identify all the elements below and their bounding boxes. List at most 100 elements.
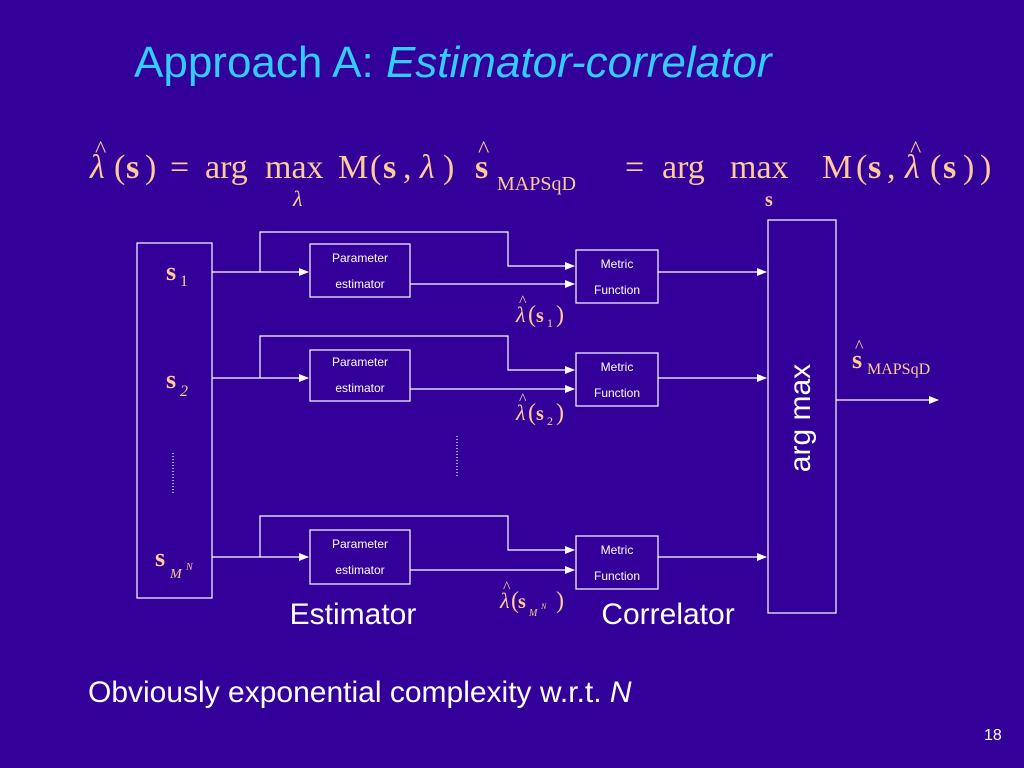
lambda-sM: λ ^ ( s M N )	[499, 579, 564, 619]
box-labels: Parameter estimator Metric Function Para…	[290, 251, 817, 631]
output-s: s	[852, 345, 862, 374]
correlator-label: Correlator	[601, 598, 734, 631]
param-2-line1: Parameter	[332, 355, 388, 369]
svg-text:s: s	[536, 403, 544, 425]
metric-box-3	[575, 535, 659, 590]
input-3-s: s	[155, 543, 165, 572]
svg-text:λ: λ	[515, 400, 526, 425]
eq1-paren2-open: (	[370, 149, 381, 186]
eq1-equals: =	[170, 149, 189, 186]
svg-text:s: s	[518, 591, 526, 613]
param-box-2	[309, 349, 411, 402]
input-symbols: s 1 s 2 s M N	[155, 257, 194, 582]
metric-1-line1: Metric	[601, 257, 634, 271]
complexity-note: Obviously exponential complexity w.r.t. …	[88, 676, 632, 710]
eq2-lambda-hat: ^	[910, 137, 921, 163]
input-1-sub: 1	[180, 273, 188, 290]
output-symbol: s ^ MAPSqD	[852, 336, 930, 378]
slide-title: Approach A: Estimator-correlator	[134, 38, 771, 88]
param-2-line2: estimator	[335, 381, 384, 395]
eq2-paren2-open: (	[930, 149, 941, 186]
eq2-sub-s: s	[765, 189, 773, 211]
eq2-max: max	[730, 149, 789, 186]
eq1-paren-open: (	[114, 149, 125, 186]
svg-text:N: N	[540, 602, 547, 611]
argmax-box	[767, 219, 837, 614]
svg-text:2: 2	[547, 414, 553, 428]
param-1-line1: Parameter	[332, 251, 388, 265]
eq1-M: M	[338, 149, 368, 186]
eq2-paren2-close: )	[980, 149, 991, 186]
metric-box-2	[575, 352, 659, 407]
equation-lambda-argmax: λ ^ ( s ) = arg max λ M ( s , λ )	[89, 137, 454, 211]
eq1-hat: ^	[95, 137, 106, 163]
eq1-max: max	[265, 149, 324, 186]
page-number: 18	[984, 727, 1002, 744]
lambda-labels: λ ^ ( s 1 ) λ ^ ( s 2 ) λ ^ ( s M N )	[499, 293, 564, 619]
metric-1-line2: Function	[594, 283, 640, 297]
svg-text:1: 1	[547, 316, 553, 330]
eq2-paren-close: )	[963, 149, 974, 186]
block-diagram	[136, 219, 939, 614]
eq1-lambda: λ	[89, 149, 105, 186]
eq1-sub-lambda: λ	[292, 186, 303, 211]
eq2-equals: =	[625, 149, 644, 186]
output-hat: ^	[855, 336, 864, 356]
svg-text:λ: λ	[515, 302, 526, 327]
eq2-s: s	[868, 149, 881, 186]
svg-text:(: (	[528, 400, 536, 426]
input-2-sub: 2	[180, 383, 188, 400]
row-1	[212, 231, 767, 304]
svg-text:): )	[556, 302, 564, 328]
svg-text:M: M	[528, 608, 538, 619]
param-1-line2: estimator	[335, 277, 384, 291]
svg-text:(: (	[511, 588, 519, 614]
svg-text:): )	[556, 588, 564, 614]
input-3-sup: N	[185, 562, 194, 573]
param-box-3	[309, 529, 411, 585]
eq2-arg: arg	[662, 149, 705, 186]
eq2-M: M	[822, 149, 852, 186]
param-3-line1: Parameter	[332, 537, 388, 551]
lambda-s1: λ ^ ( s 1 )	[515, 293, 564, 330]
eq2-paren-open: (	[856, 149, 867, 186]
eq1-arg: arg	[205, 149, 248, 186]
complexity-main: Obviously exponential complexity w.r.t.	[88, 676, 610, 709]
metric-2-line2: Function	[594, 386, 640, 400]
row-2	[212, 335, 767, 407]
metric-2-line1: Metric	[601, 360, 634, 374]
input-box	[136, 242, 213, 599]
lambda-s2: λ ^ ( s 2 )	[515, 391, 564, 428]
metric-3-line2: Function	[594, 569, 640, 583]
svg-text:(: (	[528, 302, 536, 328]
complexity-N: N	[609, 676, 632, 709]
title-italic: Estimator-correlator	[385, 38, 772, 87]
metric-box-1	[575, 249, 659, 304]
input-3-sub: M	[169, 567, 183, 582]
param-box-1	[309, 243, 411, 298]
eq2-subscript: MAPSqD	[497, 173, 576, 195]
row-3	[212, 515, 767, 590]
input-1-s: s	[166, 257, 176, 286]
eq2-comma: ,	[887, 149, 896, 186]
param-3-line2: estimator	[335, 563, 384, 577]
eq2-s-hat: s	[475, 149, 488, 186]
output-sub: MAPSqD	[867, 361, 930, 378]
input-2-s: s	[166, 365, 176, 394]
svg-text:^: ^	[519, 293, 527, 310]
equation-s-map: s ^ MAPSqD = arg max s M ( s , λ ^ ( s )…	[475, 137, 991, 211]
title-main: Approach A:	[134, 38, 386, 87]
svg-text:^: ^	[519, 391, 527, 408]
svg-text:): )	[556, 400, 564, 426]
eq1-paren-close: )	[145, 149, 156, 186]
eq1-lambda2: λ	[419, 149, 435, 186]
argmax-label: arg max	[784, 364, 817, 472]
eq1-paren2-close: )	[443, 149, 454, 186]
eq1-s: s	[126, 149, 139, 186]
eq2-s2: s	[943, 149, 956, 186]
eq1-comma: ,	[403, 149, 412, 186]
svg-text:λ: λ	[499, 588, 510, 613]
eq2-hat: ^	[478, 137, 489, 163]
svg-text:^: ^	[503, 579, 511, 596]
